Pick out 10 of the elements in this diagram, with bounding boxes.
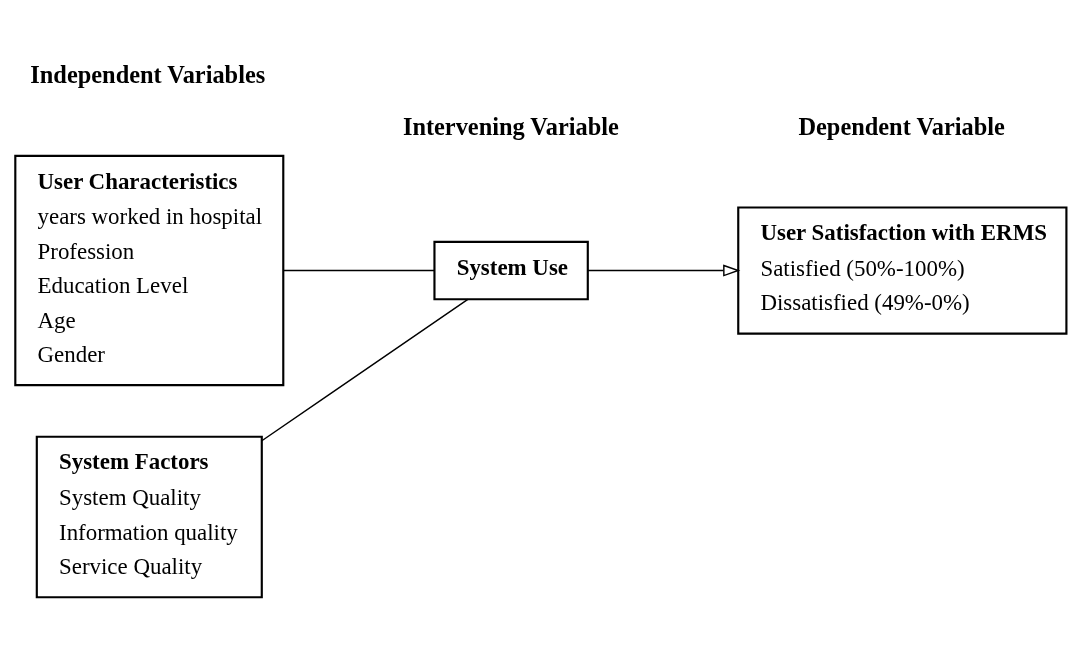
connector: [282, 269, 436, 272]
node-box: System Use: [433, 240, 589, 301]
node-box: User Satisfaction with ERMS Satisfied (50%-100%) Dissatisfied (49%-0%): [737, 206, 1068, 335]
connector: [261, 298, 469, 442]
label: Intervening Variable: [402, 112, 619, 140]
node-box: System Factors System Quality Information quality Service Quality: [35, 435, 263, 599]
label: Dependent Variable: [798, 112, 1005, 140]
arrow: [587, 264, 741, 277]
node-box: User Characteristics years worked in hospital Profession Education Level Age Gender: [14, 154, 285, 387]
label: Independent Variables: [30, 60, 266, 88]
